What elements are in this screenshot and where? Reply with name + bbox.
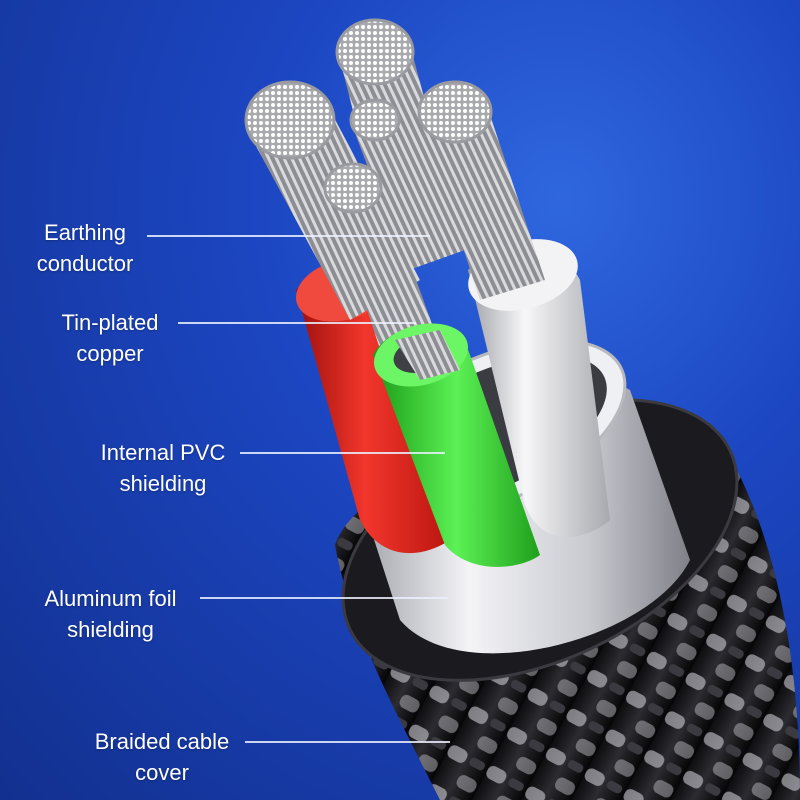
leader-line-foil [200,597,448,599]
label-line: Aluminum foil [44,586,177,611]
label-earthing-conductor: Earthing conductor [26,217,144,279]
leader-line-copper [178,322,416,324]
white-core [468,248,610,538]
red-core [296,263,450,554]
label-line: Braided cable [94,729,230,754]
green-core [373,326,540,567]
leader-line-earthing [147,235,430,237]
label-internal-pvc-shielding: Internal PVC shielding [88,437,238,499]
label-line: Internal PVC [100,440,226,465]
label-line: shielding [119,471,207,496]
label-line: conductor [36,251,134,276]
leader-line-pvc [240,452,445,454]
label-line: Tin-plated [61,310,159,335]
label-line: cover [135,760,189,785]
leader-line-braid [245,741,450,743]
label-line: copper [76,341,144,366]
label-line: shielding [67,617,154,642]
label-tin-plated-copper: Tin-plated copper [46,307,174,369]
label-line: Earthing [44,220,126,245]
label-braided-cable-cover: Braided cable cover [82,726,242,788]
label-aluminum-foil-shielding: Aluminum foil shielding [28,583,193,645]
